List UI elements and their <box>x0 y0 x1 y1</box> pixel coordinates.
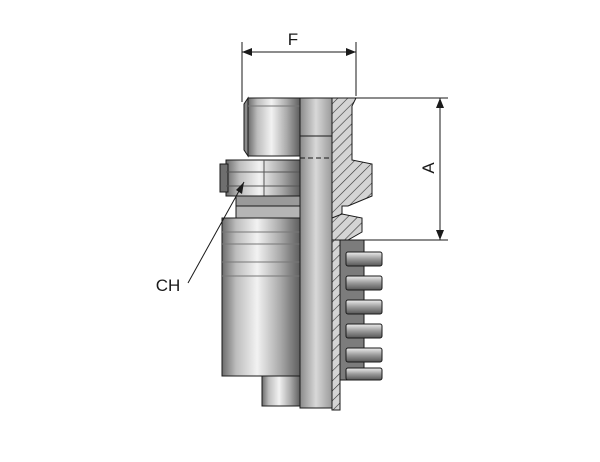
dimension-a-label: A <box>419 162 438 174</box>
dimension-f-label: F <box>288 30 298 49</box>
dimension-f <box>241 42 357 102</box>
hex-dim-label: CH <box>156 276 181 295</box>
hose-sleeve-ribs <box>339 239 383 381</box>
dimension-a <box>348 97 448 241</box>
hex-nut <box>219 159 301 207</box>
ferrule <box>221 205 301 407</box>
nipple-bore <box>299 97 333 409</box>
section-body <box>331 97 373 411</box>
thread-end <box>243 96 301 158</box>
ch-leader <box>187 181 245 284</box>
